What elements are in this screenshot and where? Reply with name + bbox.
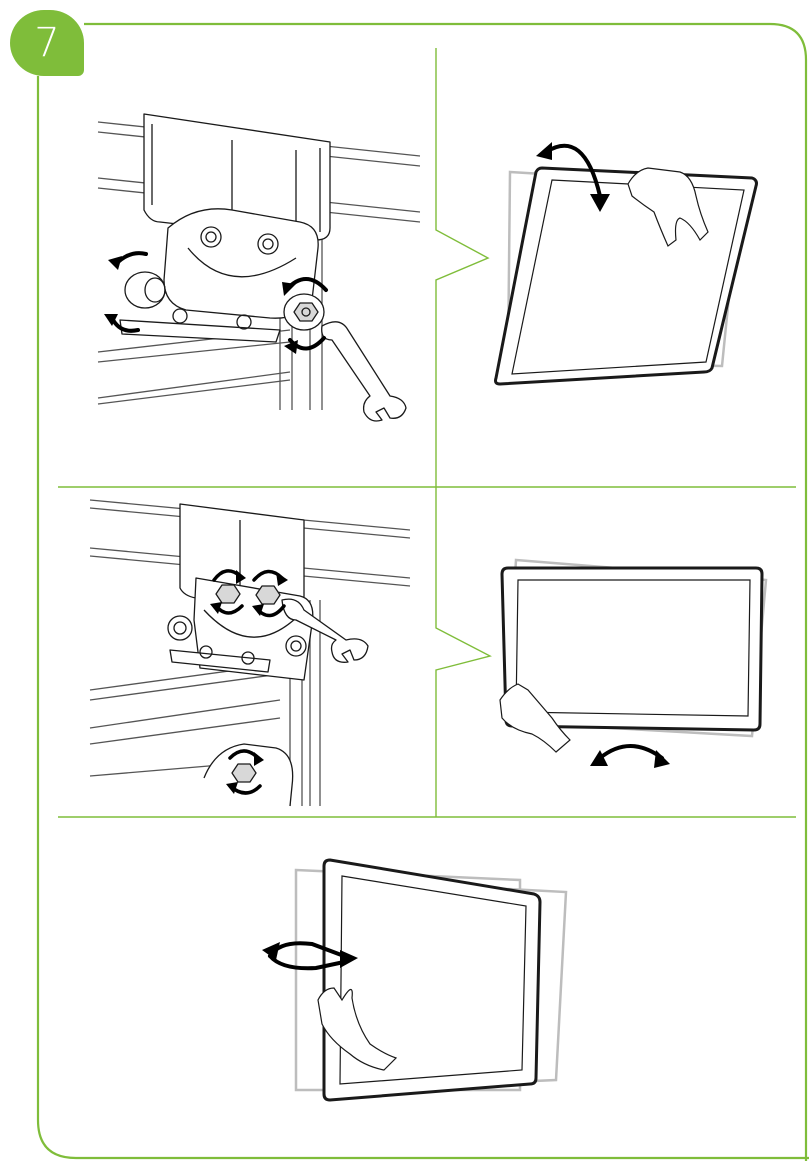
monitor-frame bbox=[324, 860, 540, 1100]
